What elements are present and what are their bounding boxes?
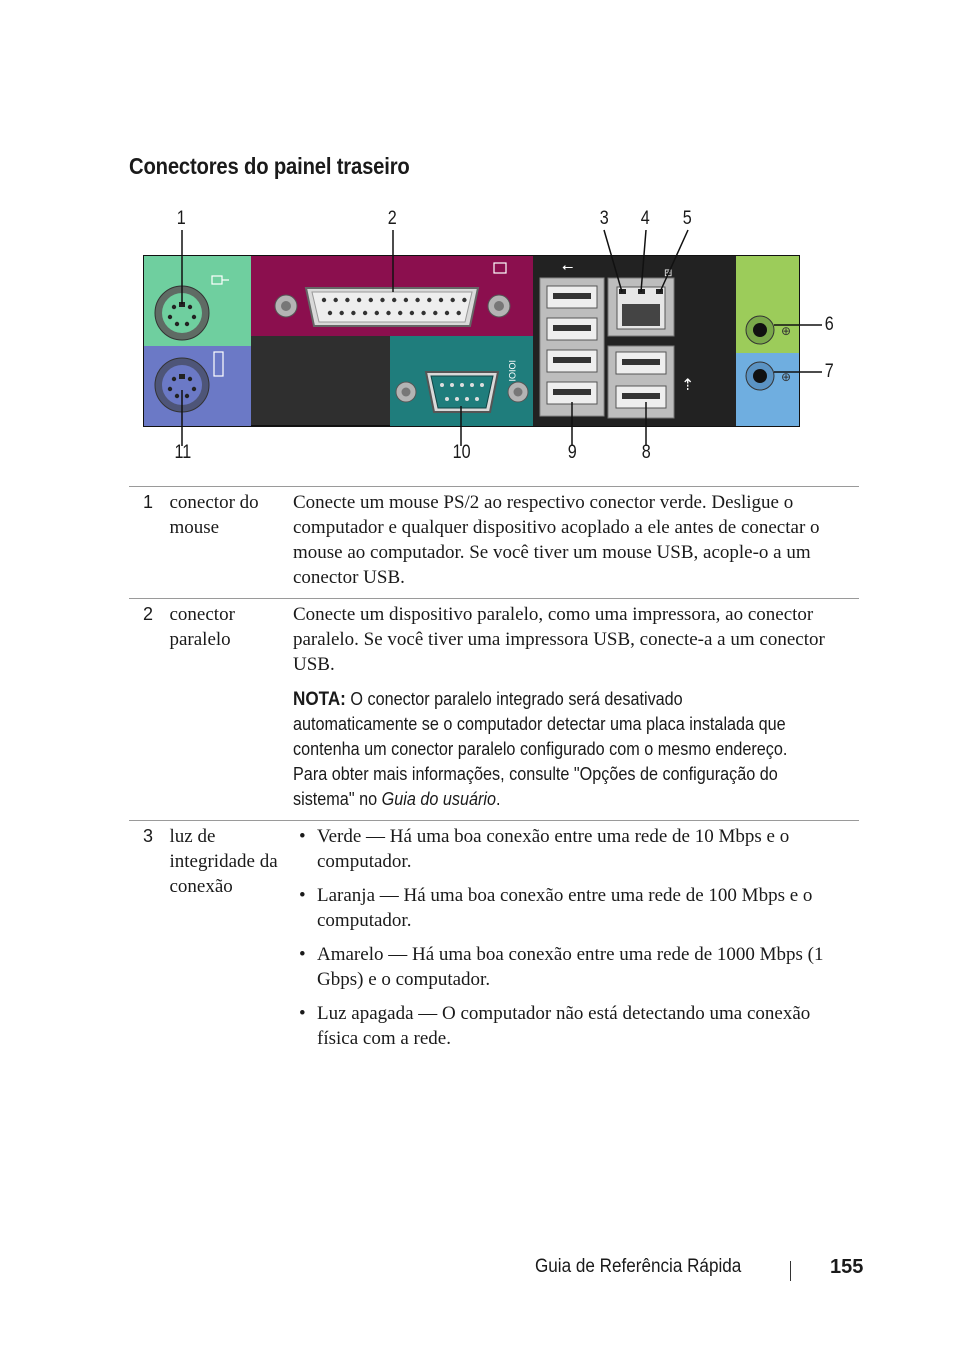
connector-name: conector paralelo — [169, 604, 235, 650]
connector-description: Conecte um dispositivo paralelo, como um… — [293, 604, 825, 675]
callout-10: 10 — [452, 442, 471, 463]
printer-icon — [493, 262, 507, 274]
keyboard-icon — [213, 351, 224, 377]
list-item: Amarelo — Há uma boa conexão entre uma r… — [293, 942, 853, 992]
row-number: 3 — [143, 826, 154, 846]
footer-divider — [790, 1261, 791, 1281]
callout-9: 9 — [567, 442, 577, 463]
footer-title: Guia de Referência Rápida — [535, 1256, 742, 1277]
connector-description-cell: Conecte um dispositivo paralelo, como um… — [293, 599, 859, 821]
row-number: 1 — [143, 492, 154, 512]
back-panel-illustration: IOIOI ⭠ ⊞ ⇡ ⊕ ⊕ — [143, 229, 822, 446]
back-panel-figure: IOIOI ⭠ ⊞ ⇡ ⊕ ⊕ — [130, 200, 834, 470]
callout-1: 1 — [176, 208, 186, 229]
note-text: O conector paralelo integrado será desat… — [293, 689, 788, 809]
callout-6: 6 — [824, 314, 834, 335]
callout-8: 8 — [641, 442, 651, 463]
serial-icon: IOIOI — [507, 360, 517, 382]
callout-5: 5 — [682, 208, 692, 229]
note-block: NOTA: O conector paralelo integrado será… — [293, 687, 797, 812]
table-row: 3 luz de integridade da conexão Verde — … — [129, 820, 859, 1061]
callout-3: 3 — [599, 208, 609, 229]
line-in-icon: ⊕ — [781, 324, 791, 338]
page-number: 155 — [830, 1256, 864, 1278]
list-item: Laranja — Há uma boa conexão entre uma r… — [293, 883, 853, 933]
usb-icon: ⭠ — [562, 259, 573, 275]
table-row: 1 conector do mouse Conecte um mouse PS/… — [129, 486, 859, 599]
connector-name: luz de integridade da conexão — [169, 826, 278, 897]
link-light-states: Verde — Há uma boa conexão entre uma red… — [293, 824, 853, 1051]
connector-legend-table: 1 conector do mouse Conecte um mouse PS/… — [129, 486, 859, 1060]
list-item: Luz apagada — O computador não está dete… — [293, 1001, 853, 1051]
line-out-icon: ⊕ — [781, 370, 791, 384]
callout-2: 2 — [387, 208, 397, 229]
usb-icon-2: ⇡ — [681, 375, 694, 394]
connector-description: Conecte um mouse PS/2 ao respectivo cone… — [293, 492, 820, 588]
usb-port-column — [546, 285, 598, 405]
callout-lines — [181, 229, 822, 446]
note-label: NOTA: — [293, 689, 346, 710]
connector-description-cell: Verde — Há uma boa conexão entre uma red… — [293, 821, 859, 1061]
note-end: . — [495, 789, 501, 809]
row-number: 2 — [143, 604, 154, 624]
connector-name: conector do mouse — [169, 492, 259, 538]
callout-4: 4 — [640, 208, 650, 229]
callout-11: 11 — [174, 442, 192, 463]
table-row: 2 conector paralelo Conecte um dispositi… — [129, 598, 859, 821]
section-heading: Conectores do painel traseiro — [129, 153, 410, 179]
list-item: Verde — Há uma boa conexão entre uma red… — [293, 824, 853, 874]
callout-7: 7 — [824, 361, 834, 382]
note-reference: Guia do usuário — [381, 789, 496, 809]
